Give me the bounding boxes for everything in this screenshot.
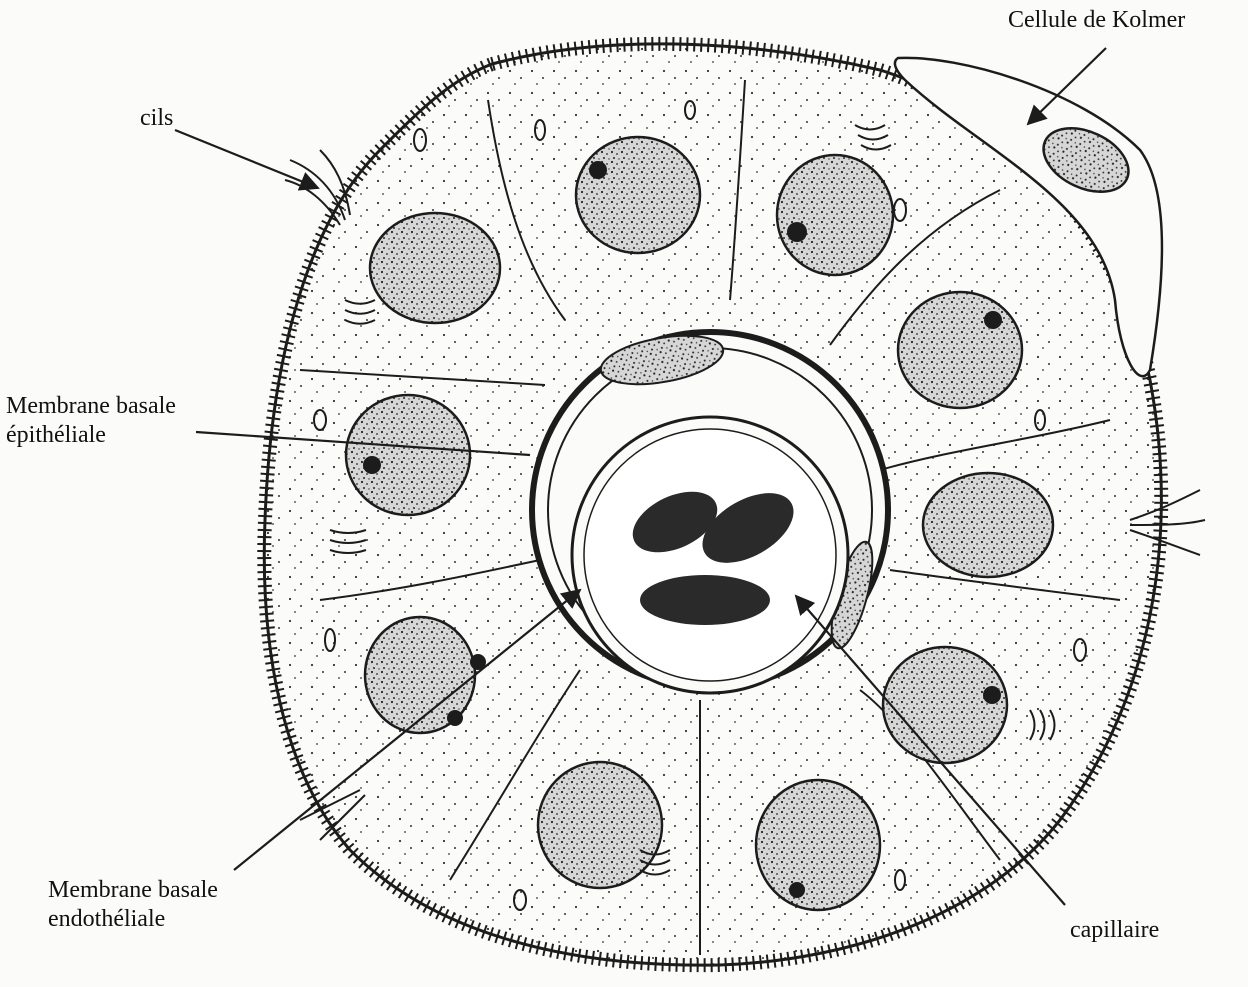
label-text-line-1: Membrane basale <box>48 876 218 905</box>
label-text-line-2: endothéliale <box>48 905 218 934</box>
label-text-line-1: Membrane basale <box>6 392 176 421</box>
label-basal-membrane-epithelial: Membrane basale épithéliale <box>6 392 176 450</box>
nucleus <box>777 155 893 275</box>
label-basal-membrane-endothelial: Membrane basale endothéliale <box>48 876 218 934</box>
nucleus <box>756 780 880 910</box>
label-capillaire: capillaire <box>1070 916 1159 945</box>
nucleus <box>346 395 470 515</box>
nucleus <box>370 213 500 323</box>
nucleus <box>576 137 700 253</box>
nucleus <box>923 473 1053 577</box>
label-text: capillaire <box>1070 916 1159 945</box>
label-cils: cils <box>140 104 173 133</box>
nucleus <box>898 292 1022 408</box>
label-text-line-2: épithéliale <box>6 421 176 450</box>
label-text: cils <box>140 104 173 133</box>
nucleus <box>538 762 662 888</box>
label-text: Cellule de Kolmer <box>1008 6 1185 35</box>
cell-ring <box>264 44 1205 965</box>
label-kolmer-cell: Cellule de Kolmer <box>1008 6 1185 35</box>
nucleus <box>883 647 1007 763</box>
arrow-cils <box>175 130 318 188</box>
